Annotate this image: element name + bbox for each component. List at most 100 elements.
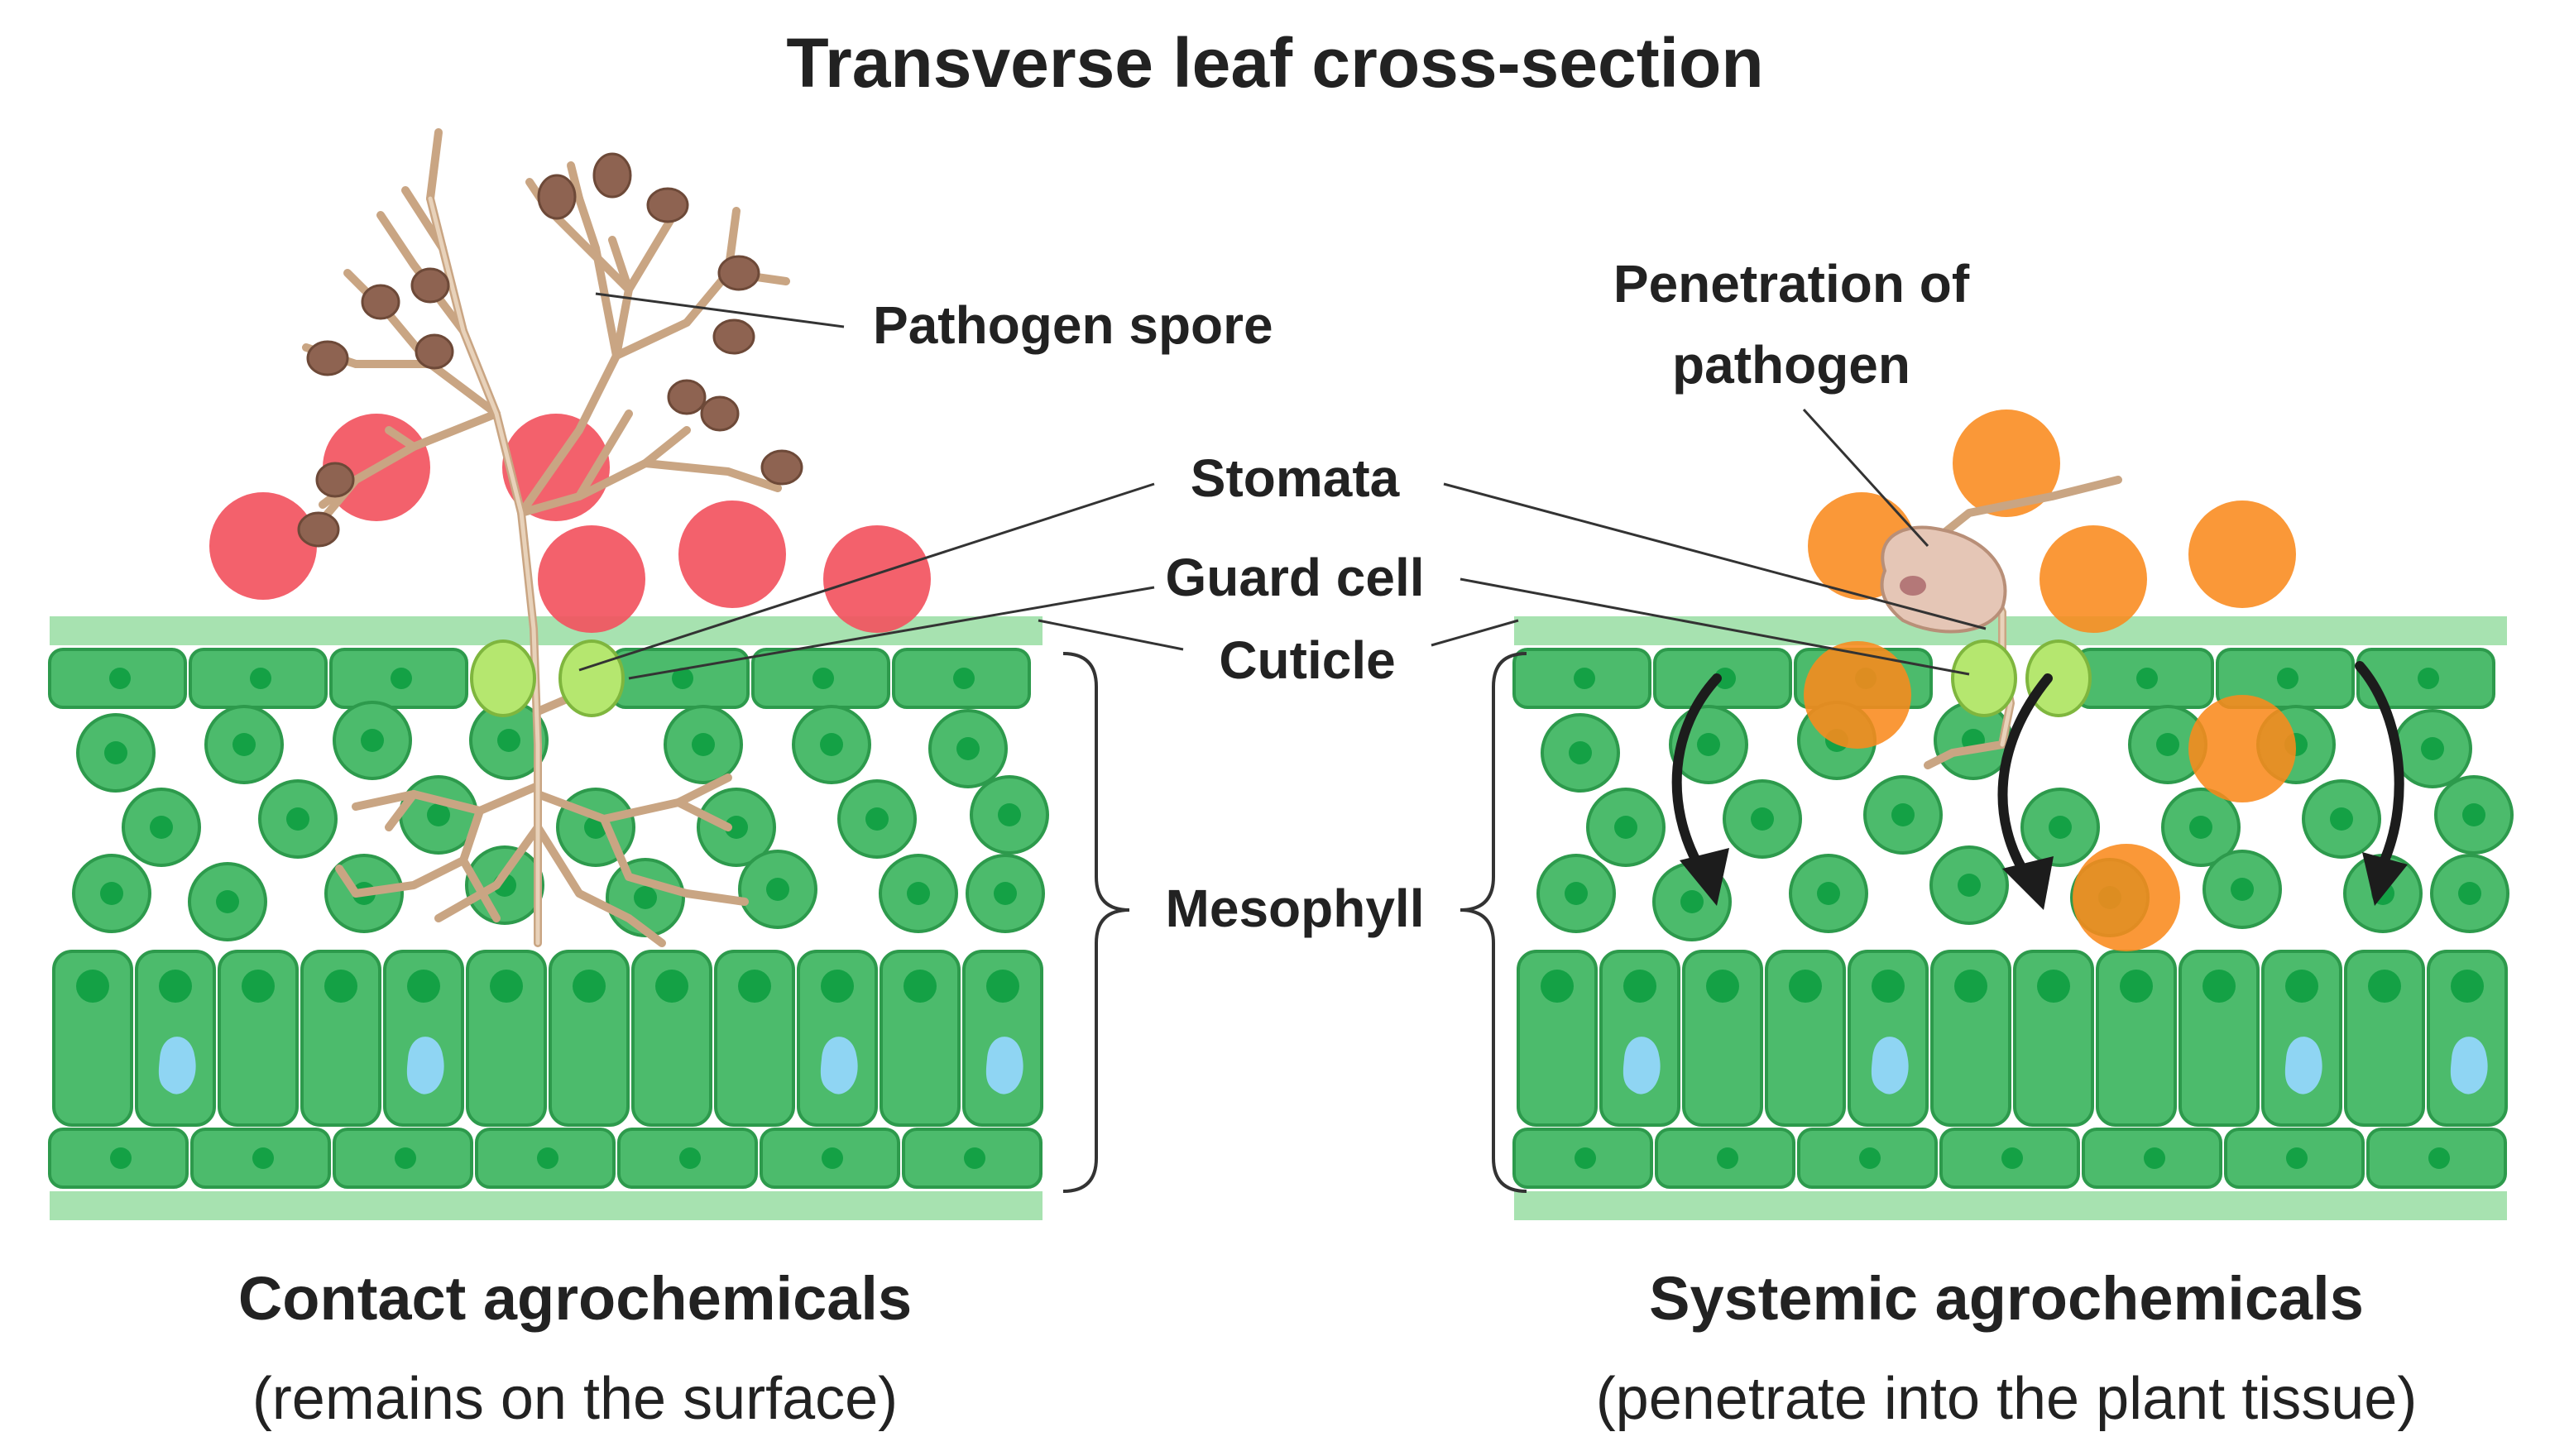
arrow-left xyxy=(1671,673,1722,874)
nucleus xyxy=(100,882,123,905)
pathogen-spore-body xyxy=(1880,525,2007,634)
nucleus xyxy=(820,733,843,756)
guard-cell-left-a xyxy=(470,639,536,717)
left-panel-heading: Contact agrochemicals xyxy=(238,1264,912,1333)
leader-guard-cell-right xyxy=(1460,577,1970,676)
nucleus xyxy=(994,882,1017,905)
label-mesophyll: Mesophyll xyxy=(1166,879,1425,938)
nucleus xyxy=(956,737,980,760)
nucleus xyxy=(1575,1147,1596,1169)
nucleus xyxy=(1574,668,1595,689)
nucleus xyxy=(2277,668,2298,689)
pathogen-nucleus xyxy=(1900,576,1926,596)
palisade-cell xyxy=(2344,950,2425,1127)
spore xyxy=(306,340,349,376)
label-guard-cell: Guard cell xyxy=(1166,548,1425,607)
nucleus xyxy=(232,733,256,756)
contact-droplet xyxy=(823,525,931,633)
guard-cell-left-b xyxy=(558,639,625,717)
nucleus xyxy=(395,1147,416,1169)
nucleus xyxy=(76,970,109,1003)
spore xyxy=(760,449,803,486)
palisade-cell xyxy=(549,950,630,1127)
nucleus xyxy=(986,970,1019,1003)
nucleus xyxy=(1958,874,1981,897)
vacuole xyxy=(2284,1037,2322,1094)
nucleus xyxy=(2330,807,2353,831)
arrow-right xyxy=(2355,661,2404,865)
palisade-cell xyxy=(1765,950,1846,1127)
nucleus xyxy=(2202,970,2236,1003)
nucleus xyxy=(1565,882,1588,905)
label-pathogen-spore: Pathogen spore xyxy=(873,295,1273,355)
label-penetration-line1: Penetration of xyxy=(1613,254,1970,314)
systemic-droplet xyxy=(2188,500,2296,608)
nucleus xyxy=(2421,737,2444,760)
nucleus xyxy=(822,1147,843,1169)
nucleus xyxy=(1872,970,1905,1003)
spore xyxy=(646,187,689,223)
nucleus xyxy=(252,1147,274,1169)
nucleus xyxy=(497,729,520,752)
nucleus xyxy=(1817,882,1840,905)
guard-cell-right-a xyxy=(1951,639,2017,717)
nucleus xyxy=(1714,668,1736,689)
spore xyxy=(712,318,755,355)
spore xyxy=(667,379,707,415)
nucleus xyxy=(1891,803,1915,826)
spore xyxy=(361,284,400,320)
spore xyxy=(315,462,355,498)
nucleus xyxy=(150,816,173,839)
palisade-cell xyxy=(218,950,299,1127)
nucleus xyxy=(1623,970,1656,1003)
nucleus xyxy=(104,741,127,764)
spore xyxy=(410,267,450,304)
palisade-cell xyxy=(1682,950,1763,1127)
palisade-cell xyxy=(2179,950,2260,1127)
nucleus xyxy=(679,1147,701,1169)
nucleus xyxy=(2286,1147,2308,1169)
nucleus xyxy=(110,1147,132,1169)
spore xyxy=(415,333,454,370)
spore xyxy=(717,255,760,291)
nucleus xyxy=(1706,970,1739,1003)
palisade-cell xyxy=(466,950,547,1127)
nucleus xyxy=(1569,741,1592,764)
nucleus xyxy=(2428,1147,2450,1169)
nucleus xyxy=(391,668,412,689)
leader-stomata-left xyxy=(578,482,1155,672)
nucleus xyxy=(964,1147,985,1169)
arrowhead-middle xyxy=(2002,856,2054,910)
nucleus xyxy=(904,970,937,1003)
nucleus xyxy=(490,970,523,1003)
nucleus xyxy=(865,807,889,831)
nucleus xyxy=(998,803,1021,826)
nucleus xyxy=(812,668,834,689)
palisade-cell xyxy=(1517,950,1598,1127)
label-cuticle: Cuticle xyxy=(1219,630,1395,690)
arrowhead-left xyxy=(1680,848,1729,906)
nucleus xyxy=(2189,816,2212,839)
nucleus xyxy=(216,890,239,913)
penetration-arrows xyxy=(1671,661,2408,910)
nucleus xyxy=(2231,878,2254,901)
nucleus xyxy=(821,970,854,1003)
nucleus xyxy=(2120,970,2153,1003)
systemic-droplet xyxy=(2040,525,2147,633)
palisade-cell xyxy=(2096,950,2177,1127)
vacuole xyxy=(1871,1037,1909,1094)
spore xyxy=(537,174,577,220)
nucleus xyxy=(655,970,688,1003)
nucleus xyxy=(2049,816,2072,839)
nucleus xyxy=(2418,668,2439,689)
contact-droplet xyxy=(678,500,786,608)
nucleus xyxy=(2451,970,2484,1003)
nucleus xyxy=(361,729,384,752)
nucleus xyxy=(1789,970,1822,1003)
nucleus xyxy=(1541,970,1574,1003)
nucleus xyxy=(324,970,357,1003)
nucleus xyxy=(286,807,309,831)
nucleus xyxy=(159,970,192,1003)
systemic-droplet xyxy=(1953,410,2060,517)
right-panel-caption: (penetrate into the plant tissue) xyxy=(1596,1366,2418,1432)
